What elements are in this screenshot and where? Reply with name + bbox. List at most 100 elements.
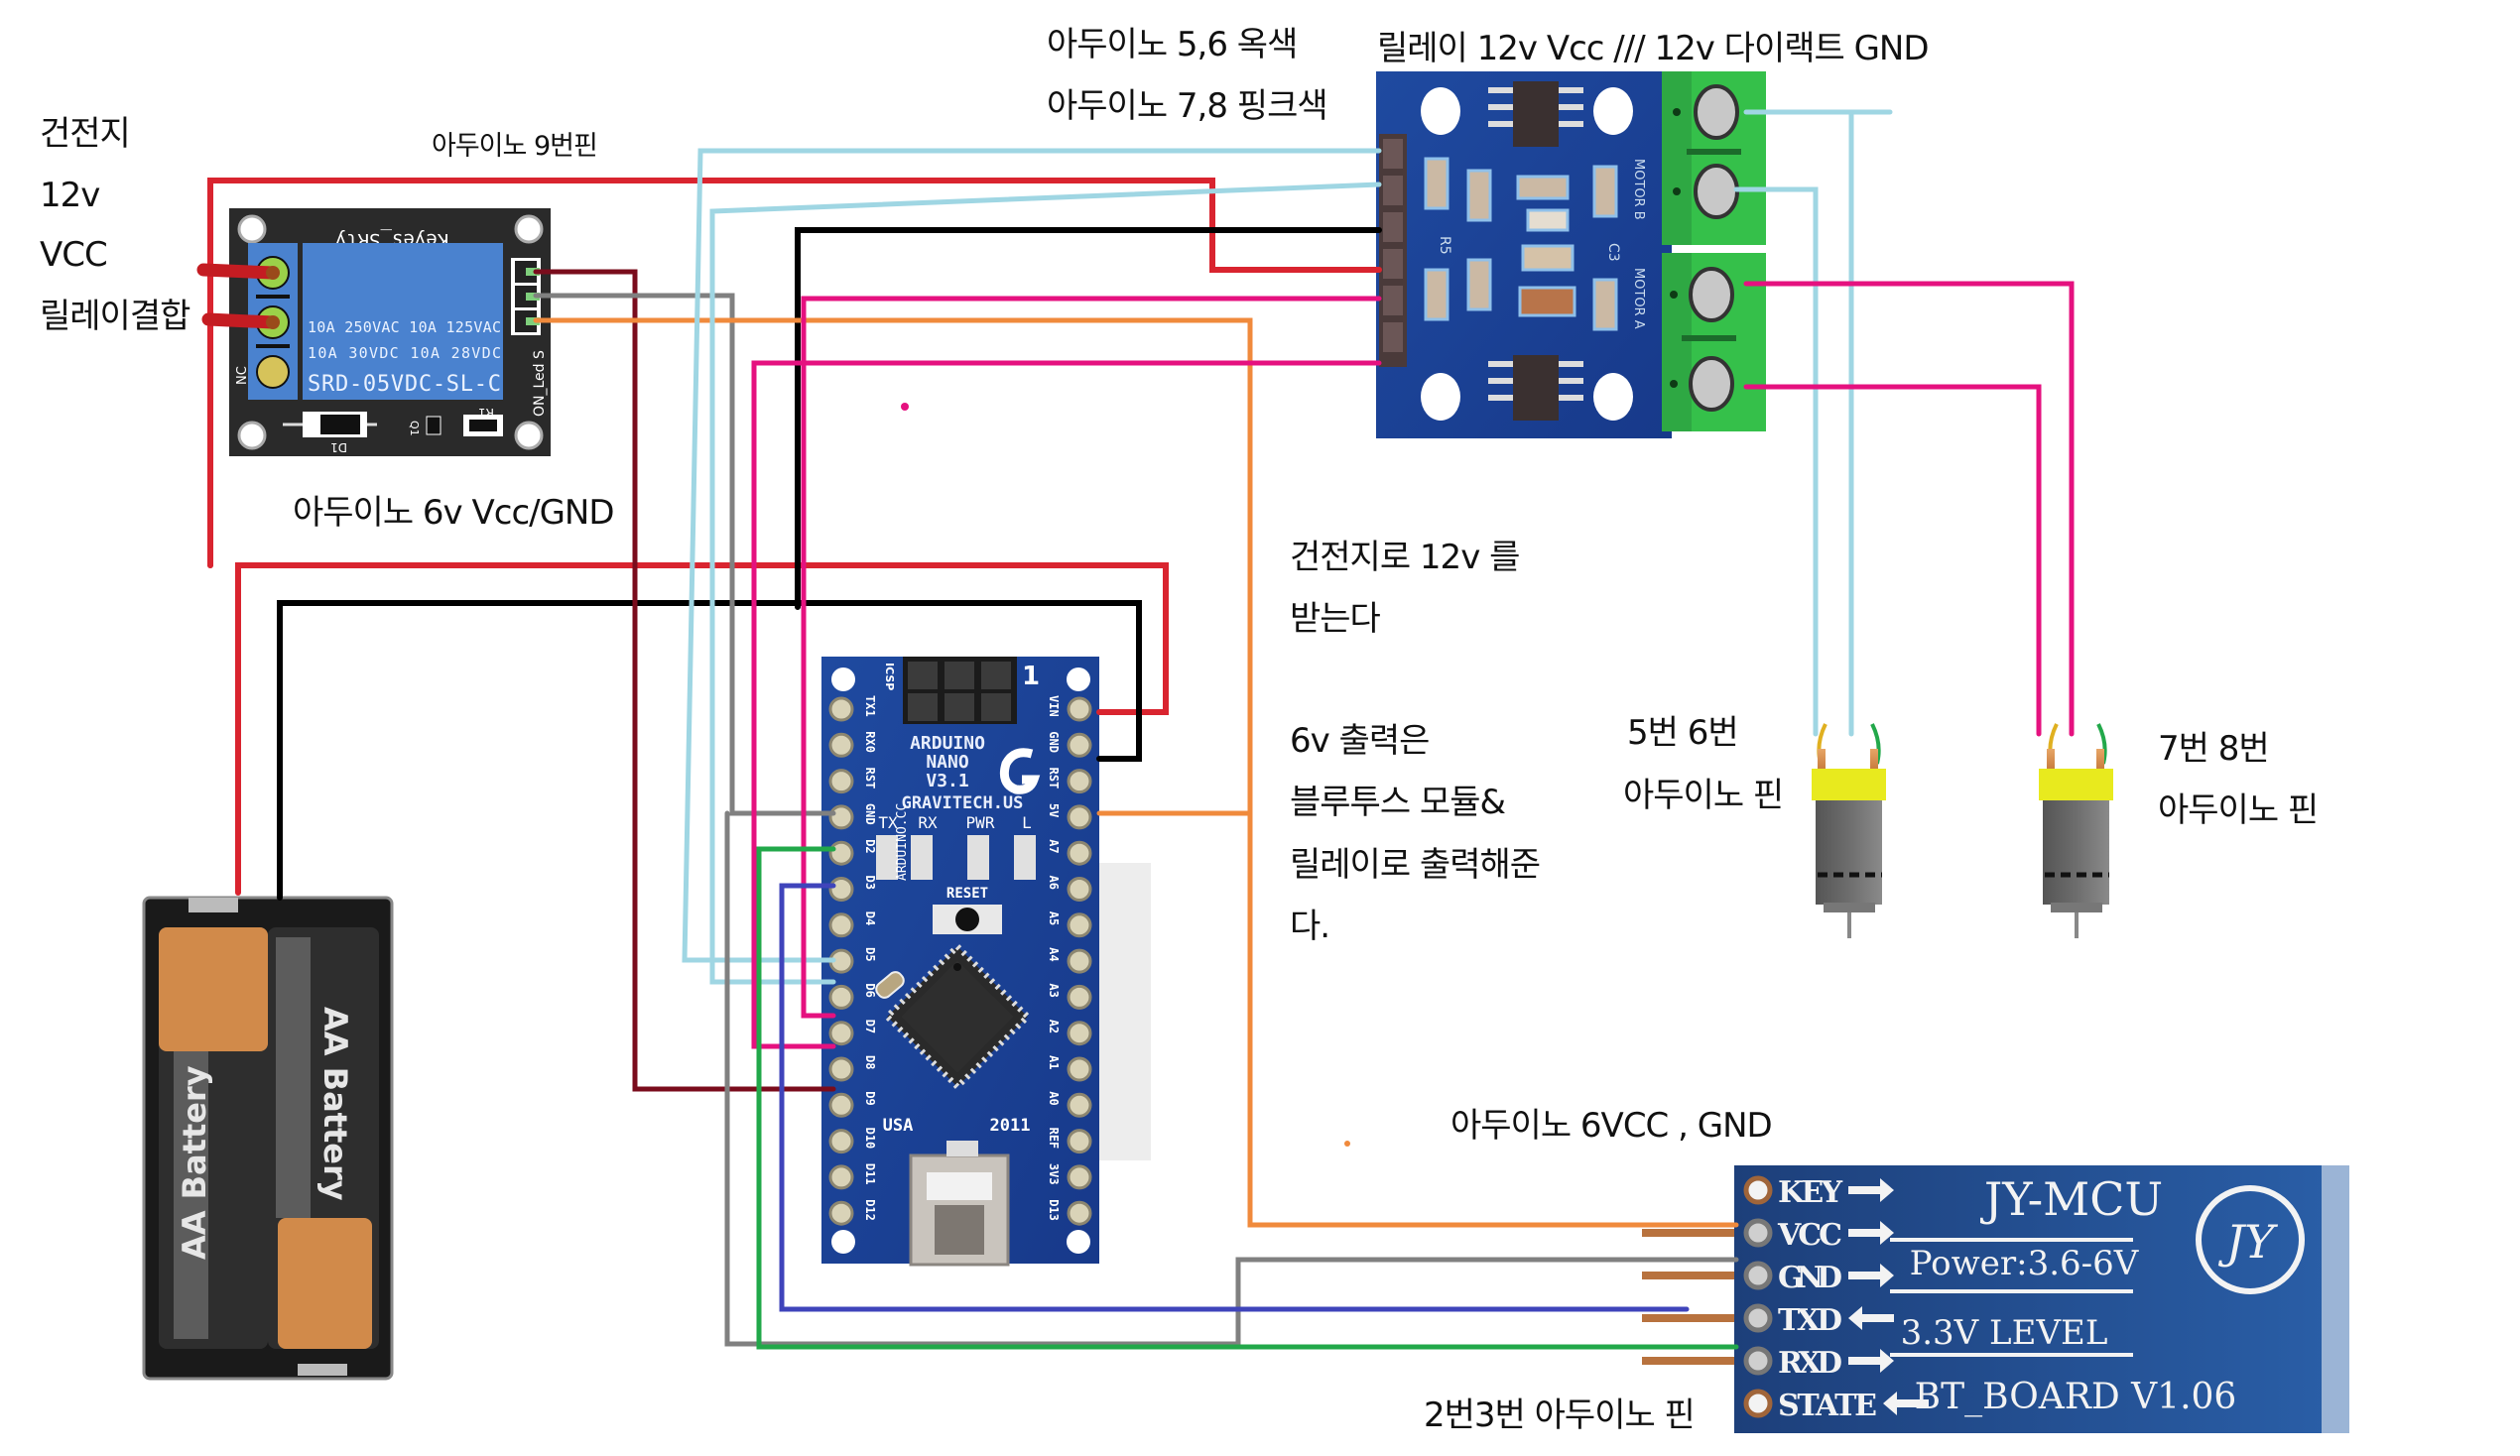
wire-gray-bt-gnd (724, 810, 1739, 1347)
relay-power-wire-stubs (196, 263, 280, 329)
bt-power-rating: Power:3.6-6V (1910, 1244, 2140, 1283)
nano-pin-right-a5[interactable]: A5 (1047, 911, 1092, 938)
nano-icsp-label: ICSP (883, 663, 896, 690)
nano-pin-right-a6[interactable]: A6 (1047, 876, 1092, 902)
bt-pin-txd[interactable]: TXD (1743, 1303, 1894, 1338)
bt-level-label: 3.3V LEVEL (1901, 1313, 2108, 1353)
nano-pin-right-rst[interactable]: RST (1047, 768, 1092, 794)
nano-pin-tx1[interactable]: TX1 (828, 695, 877, 722)
arrow-right-icon (1848, 1178, 1894, 1202)
bt-pin-label: GND (1778, 1261, 1842, 1295)
nano-pin-right-gnd[interactable]: GND (1047, 731, 1092, 758)
bt-pin-gnd[interactable]: GND (1743, 1261, 1894, 1295)
motor-driver-board: R5 C3 MOTOR B MOTOR A (1376, 71, 1766, 438)
motor-b-pins-line2: 아두이노 핀 (2158, 790, 2319, 830)
driver-terminal-motor-b (1662, 71, 1766, 245)
nano-pin-right-a4[interactable]: A4 (1047, 947, 1092, 974)
dc-motor-a (1812, 723, 1886, 938)
nano-usb-connector (909, 1141, 1010, 1267)
output-6v-note-line2: 블루투스 모듈& (1290, 783, 1506, 822)
nano-pin-label: GND (1047, 731, 1061, 753)
nano-pin-label: D3 (863, 876, 877, 890)
driver-smd-components (1424, 157, 1618, 331)
arrow-left-icon (1883, 1392, 1929, 1415)
bt-pin-state[interactable]: STATE (1743, 1389, 1929, 1423)
bt-pin-rxd[interactable]: RXD (1743, 1346, 1894, 1381)
arrow-left-icon (1848, 1306, 1894, 1330)
nano-icsp-pin1-label: 1 (1022, 662, 1040, 691)
output-6v-note-line3: 릴레이로 출력해준 (1290, 845, 1541, 885)
stray-orange-dot (1344, 1141, 1350, 1147)
nano-pin-d12[interactable]: D12 (828, 1199, 877, 1226)
relay-rating-ac: 10A 250VAC 10A 125VAC (308, 318, 501, 336)
bt-pin-label: TXD (1778, 1303, 1842, 1338)
nano-pin-right-vin[interactable]: VIN (1047, 695, 1092, 722)
jy-logo-icon: JY (2196, 1185, 2305, 1294)
bt-header-pin (1642, 1314, 1734, 1322)
nano-pin-d7[interactable]: D7 (828, 1020, 877, 1046)
nano-pin-label: D4 (863, 911, 877, 925)
nano-pin-right-a0[interactable]: A0 (1047, 1091, 1092, 1118)
bt-board-version: BT_BOARD V1.06 (1915, 1377, 2237, 1417)
stray-pink-dot (901, 403, 909, 411)
nano-pin-d10[interactable]: D10 (828, 1128, 877, 1154)
nano-pin-d2[interactable]: D2 (828, 839, 877, 866)
svg-text:L: L (1022, 813, 1032, 832)
svg-text:PWR: PWR (966, 813, 995, 832)
bt-pin-key[interactable]: KEY (1743, 1175, 1894, 1210)
driver-ic-bottom (1488, 355, 1583, 421)
wire-darkred-relay-signal-d9 (533, 269, 836, 1092)
wire-blue-bt-txd-d3 (779, 883, 1690, 1312)
battery-cell-right: AA Battery (268, 927, 379, 1349)
pins-78-color-label: 아두이노 7,8 핑크색 (1047, 86, 1328, 126)
nano-pin-d11[interactable]: D11 (828, 1163, 877, 1190)
driver-motor-b-label: MOTOR B (1631, 159, 1646, 220)
nano-pin-right-a2[interactable]: A2 (1047, 1020, 1092, 1046)
bt-pin-label: VCC (1777, 1218, 1842, 1253)
nano-pin-right-5v[interactable]: 5V (1047, 803, 1092, 830)
arduino-nano-board: ICSP 1 ARDUINO NANO V3.1 GRAVITECH.US TX… (821, 657, 1151, 1267)
battery-note-line2: 12v (40, 176, 100, 215)
bt-pin-vcc[interactable]: VCC (1743, 1218, 1894, 1253)
nano-pin-rx0[interactable]: RX0 (828, 731, 877, 758)
wire-black-driver-gnd (795, 227, 1382, 610)
nano-pin-right-ref[interactable]: REF (1047, 1128, 1092, 1154)
nano-pin-label: D2 (863, 839, 877, 853)
nano-pin-label: A7 (1047, 839, 1061, 853)
relay-side-label: ON_Led S (532, 350, 548, 417)
dc-motor-b (2039, 723, 2113, 938)
nano-pin-d9[interactable]: D9 (828, 1091, 877, 1118)
nano-pin-d5[interactable]: D5 (828, 947, 877, 974)
nano-pin-d3[interactable]: D3 (828, 876, 877, 902)
nano-pin-label: A5 (1047, 911, 1061, 925)
nano-pin-right-a1[interactable]: A1 (1047, 1055, 1092, 1082)
wire-red-battery-12v (235, 562, 1169, 896)
nano-pin-label: RST (863, 768, 877, 789)
wire-pink-motor-b1 (1743, 281, 2075, 737)
nano-pin-d8[interactable]: D8 (828, 1055, 877, 1082)
nano-footer-year: 2011 (990, 1116, 1031, 1136)
relay-d1-label: D1 (330, 440, 347, 454)
nano-pin-right-a7[interactable]: A7 (1047, 839, 1092, 866)
arduino-pin9-label: 아두이노 9번핀 (432, 131, 598, 162)
relay-module: Keyes_SRly NC 10A 250VAC 10A 125VAC 10A … (229, 208, 551, 456)
nano-reset-label: RESET (946, 886, 988, 902)
nano-pin-d6[interactable]: D6 (828, 983, 877, 1010)
nano-pin-gnd[interactable]: GND (828, 803, 877, 830)
nano-title-line2: NANO (926, 752, 969, 773)
wire-orange-relay-vcc (533, 317, 1739, 1228)
nano-pin-rst[interactable]: RST (828, 768, 877, 794)
nano-pin-d4[interactable]: D4 (828, 911, 877, 938)
driver-r5-label: R5 (1437, 236, 1452, 255)
nano-pin-right-3v3[interactable]: 3V3 (1047, 1163, 1092, 1190)
battery-cell-left-label: AA Battery (176, 1065, 213, 1260)
relay-nc-label: NC (235, 366, 250, 385)
wire-green-bt-rxd-d2 (756, 846, 1739, 1350)
nano-pin-label: TX1 (863, 695, 877, 717)
wire-black-battery-gnd (277, 600, 1142, 901)
nano-pin-right-a3[interactable]: A3 (1047, 983, 1092, 1010)
nano-pin-label: A2 (1047, 1020, 1061, 1033)
nano-pin-right-d13[interactable]: D13 (1047, 1199, 1092, 1226)
